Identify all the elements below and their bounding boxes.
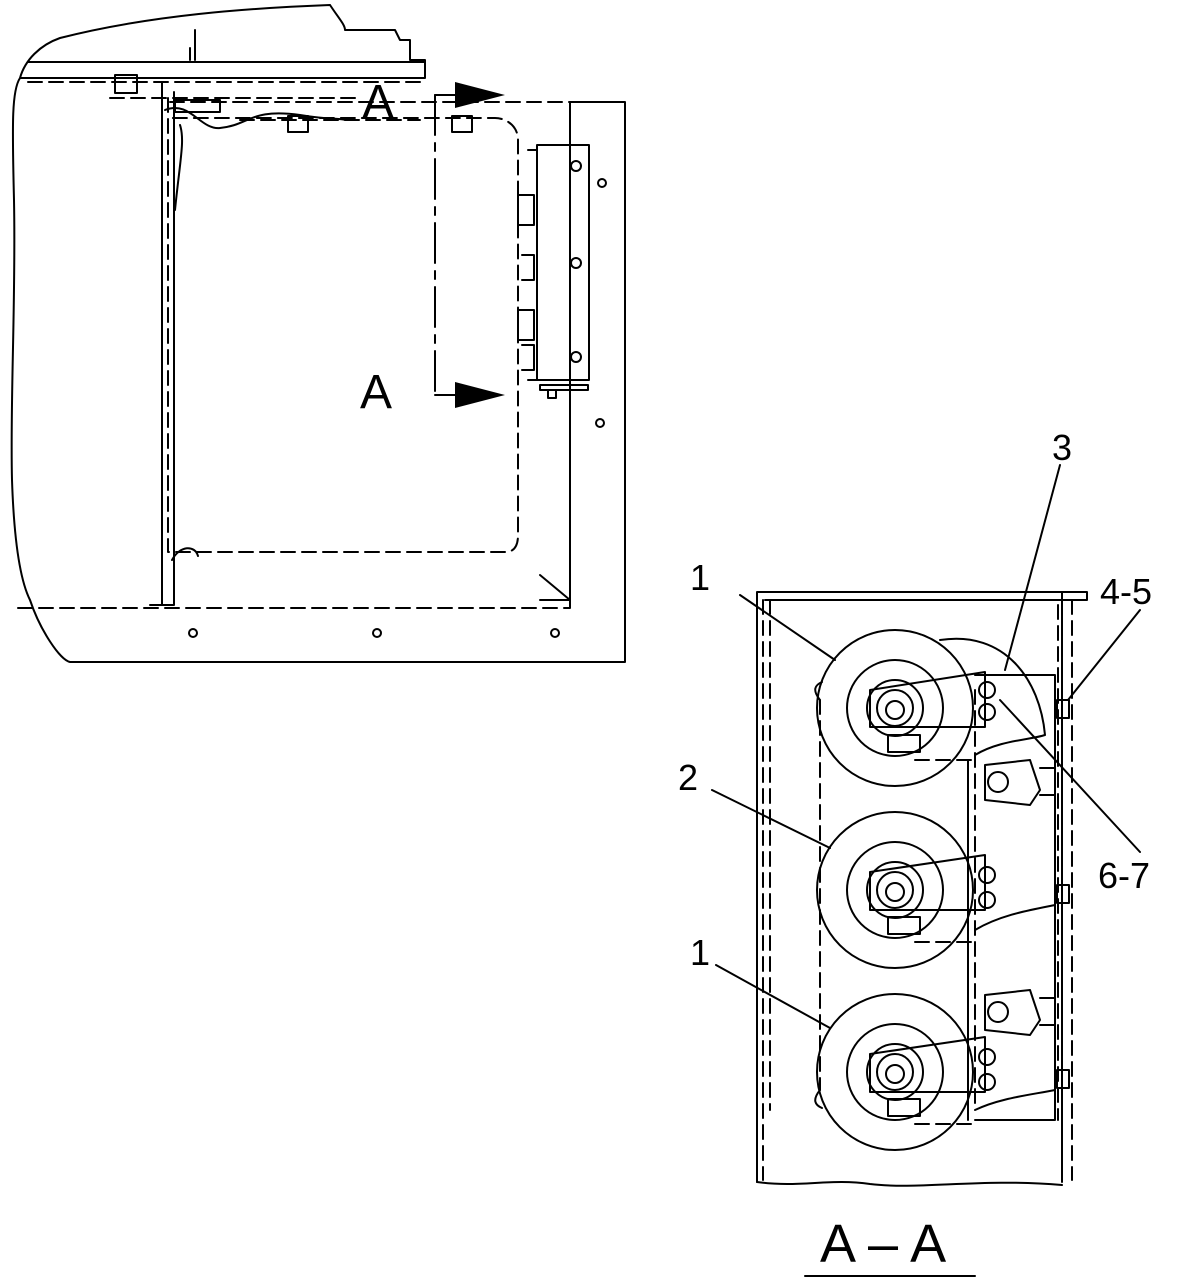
callout-3: 3 bbox=[1052, 427, 1072, 468]
callout-4-5: 4-5 bbox=[1100, 571, 1152, 612]
frame-inner bbox=[539, 107, 571, 601]
leader-lines bbox=[711, 464, 1141, 1029]
section-mark-bottom: A bbox=[360, 366, 392, 419]
main-panel-hidden bbox=[167, 97, 519, 553]
section-mark-top: A bbox=[362, 76, 394, 129]
left-bracket bbox=[171, 124, 199, 561]
side-bolts bbox=[1056, 699, 1070, 1089]
plate-curve bbox=[939, 637, 1056, 1111]
rail-line bbox=[169, 101, 576, 121]
section-title: A – A bbox=[820, 1214, 946, 1274]
frame-hidden bbox=[17, 101, 571, 611]
roller-middle bbox=[816, 811, 974, 969]
mounting-plate bbox=[967, 674, 1056, 1121]
upper-rail bbox=[29, 29, 426, 63]
callout-2: 2 bbox=[678, 757, 698, 798]
cab-outline bbox=[10, 4, 626, 663]
roller-envelope bbox=[819, 689, 976, 1125]
main-view: A A bbox=[10, 4, 626, 663]
section-frame-break bbox=[756, 1181, 1063, 1187]
section-frame-hidden bbox=[762, 599, 1073, 1181]
brackets bbox=[984, 759, 1056, 1036]
bottom-holes bbox=[188, 628, 560, 638]
roller-lower bbox=[816, 993, 974, 1151]
callout-6-7: 6-7 bbox=[1098, 855, 1150, 896]
mechanism bbox=[517, 144, 607, 428]
roller-backing bbox=[814, 681, 823, 1109]
section-frame bbox=[756, 591, 1088, 1183]
section-arrow-top bbox=[455, 82, 505, 108]
rail-bolts bbox=[114, 74, 473, 133]
callout-1-lower: 1 bbox=[690, 932, 710, 973]
upper-rail-hidden bbox=[27, 61, 426, 99]
section-view: 1 2 1 3 4-5 6-7 A – A bbox=[678, 427, 1152, 1277]
main-panel bbox=[149, 81, 175, 606]
cable bbox=[164, 107, 346, 130]
callout-1-upper: 1 bbox=[690, 557, 710, 598]
section-arrow-bottom bbox=[455, 382, 505, 408]
roller-upper bbox=[816, 629, 974, 787]
arms bbox=[869, 671, 996, 1093]
cable-loop bbox=[174, 99, 221, 113]
